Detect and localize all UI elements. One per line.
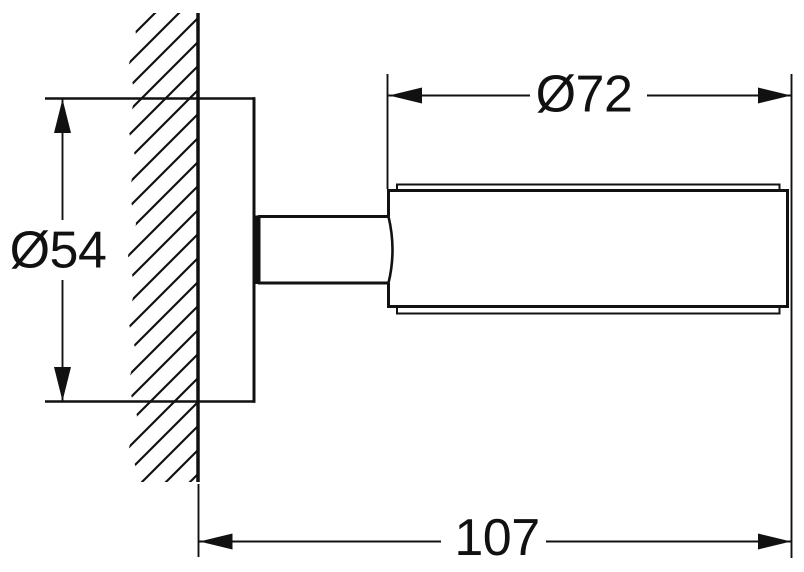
dim54-arrow-down: [54, 367, 71, 401]
dim107-arrow-right: [758, 533, 791, 550]
dimension-ring-diameter: Ø72: [386, 66, 793, 558]
dim72-arrow-left: [389, 87, 422, 104]
dim107-arrow-left: [199, 533, 233, 550]
ring-top-rim: [396, 183, 781, 190]
ring-outline: [387, 189, 789, 308]
plate-diameter-label: Ø54: [10, 222, 107, 280]
projection-length-label: 107: [454, 509, 539, 567]
wall-section: [128, 13, 200, 482]
ring-diameter-label: Ø72: [536, 66, 633, 124]
wall-hatching: [128, 13, 198, 482]
dimension-wall-projection: 107: [197, 484, 792, 567]
arm-joint-bar: [253, 215, 261, 284]
holder-ring: [387, 183, 789, 315]
ring-bottom-rim: [396, 307, 781, 315]
support-arm: [253, 215, 388, 285]
dim54-arrow-up: [54, 99, 71, 133]
dimension-plate-diameter: Ø54: [10, 98, 107, 402]
dim72-arrow-right: [758, 87, 791, 104]
ring-arm-transition-arc: [387, 216, 394, 284]
